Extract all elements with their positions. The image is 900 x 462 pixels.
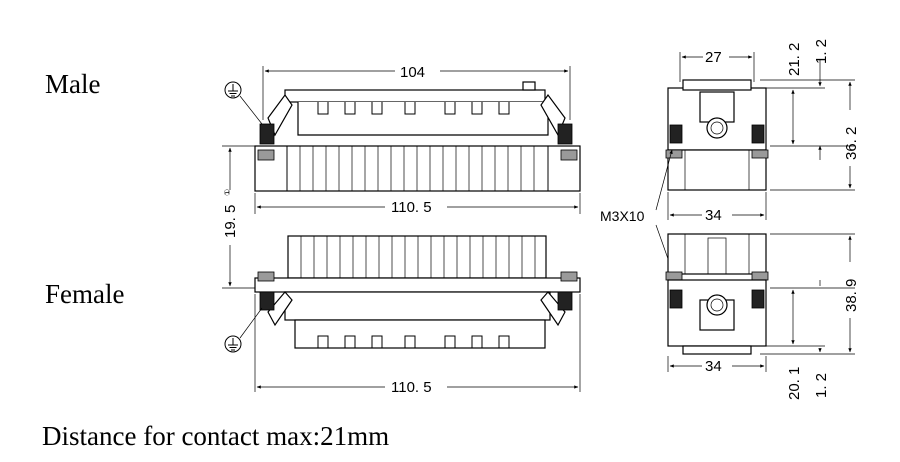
male-front-view: 104 110. 5	[224, 64, 581, 216]
dim-male-total-height: 36. 2	[843, 127, 860, 160]
dim-male-offset-upper: 1. 2	[813, 39, 830, 64]
female-side-view: 34 38. 9 20. 1 1. 2	[665, 233, 860, 400]
dim-female-offset-lower: 1. 2	[813, 373, 830, 398]
screw-callout-label: M3X10	[600, 208, 645, 224]
side-mid-dimension: 34	[667, 192, 767, 224]
screw-callout: M3X10	[600, 149, 673, 271]
dim-female-base-width: 110. 5	[391, 379, 432, 396]
dim-side-mid-width: 34	[705, 207, 722, 224]
ground-icon	[224, 307, 263, 353]
dim-female-total-height: 38. 9	[843, 279, 860, 312]
dim-male-top-width: 104	[400, 64, 425, 81]
dim-side-bottom-width: 34	[705, 358, 722, 375]
female-label: Female	[45, 279, 124, 309]
ground-icon	[224, 81, 263, 125]
dim-male-base-width: 110. 5	[391, 199, 432, 216]
footer-note: Distance for contact max:21mm	[42, 421, 389, 451]
dim-female-height-lower: 20. 1	[786, 367, 803, 400]
gap-dimension: 19. 5 ①	[222, 145, 262, 289]
dim-side-top-width: 27	[705, 49, 722, 66]
dim-gap-height: 19. 5	[222, 205, 239, 238]
female-front-view: 110. 5	[224, 235, 581, 396]
male-side-view: 27 21. 2 1. 2 36. 2	[665, 39, 860, 191]
male-label: Male	[45, 69, 100, 99]
dim-male-height-upper: 21. 2	[786, 43, 803, 76]
dim-gap-note: ①	[223, 189, 232, 196]
